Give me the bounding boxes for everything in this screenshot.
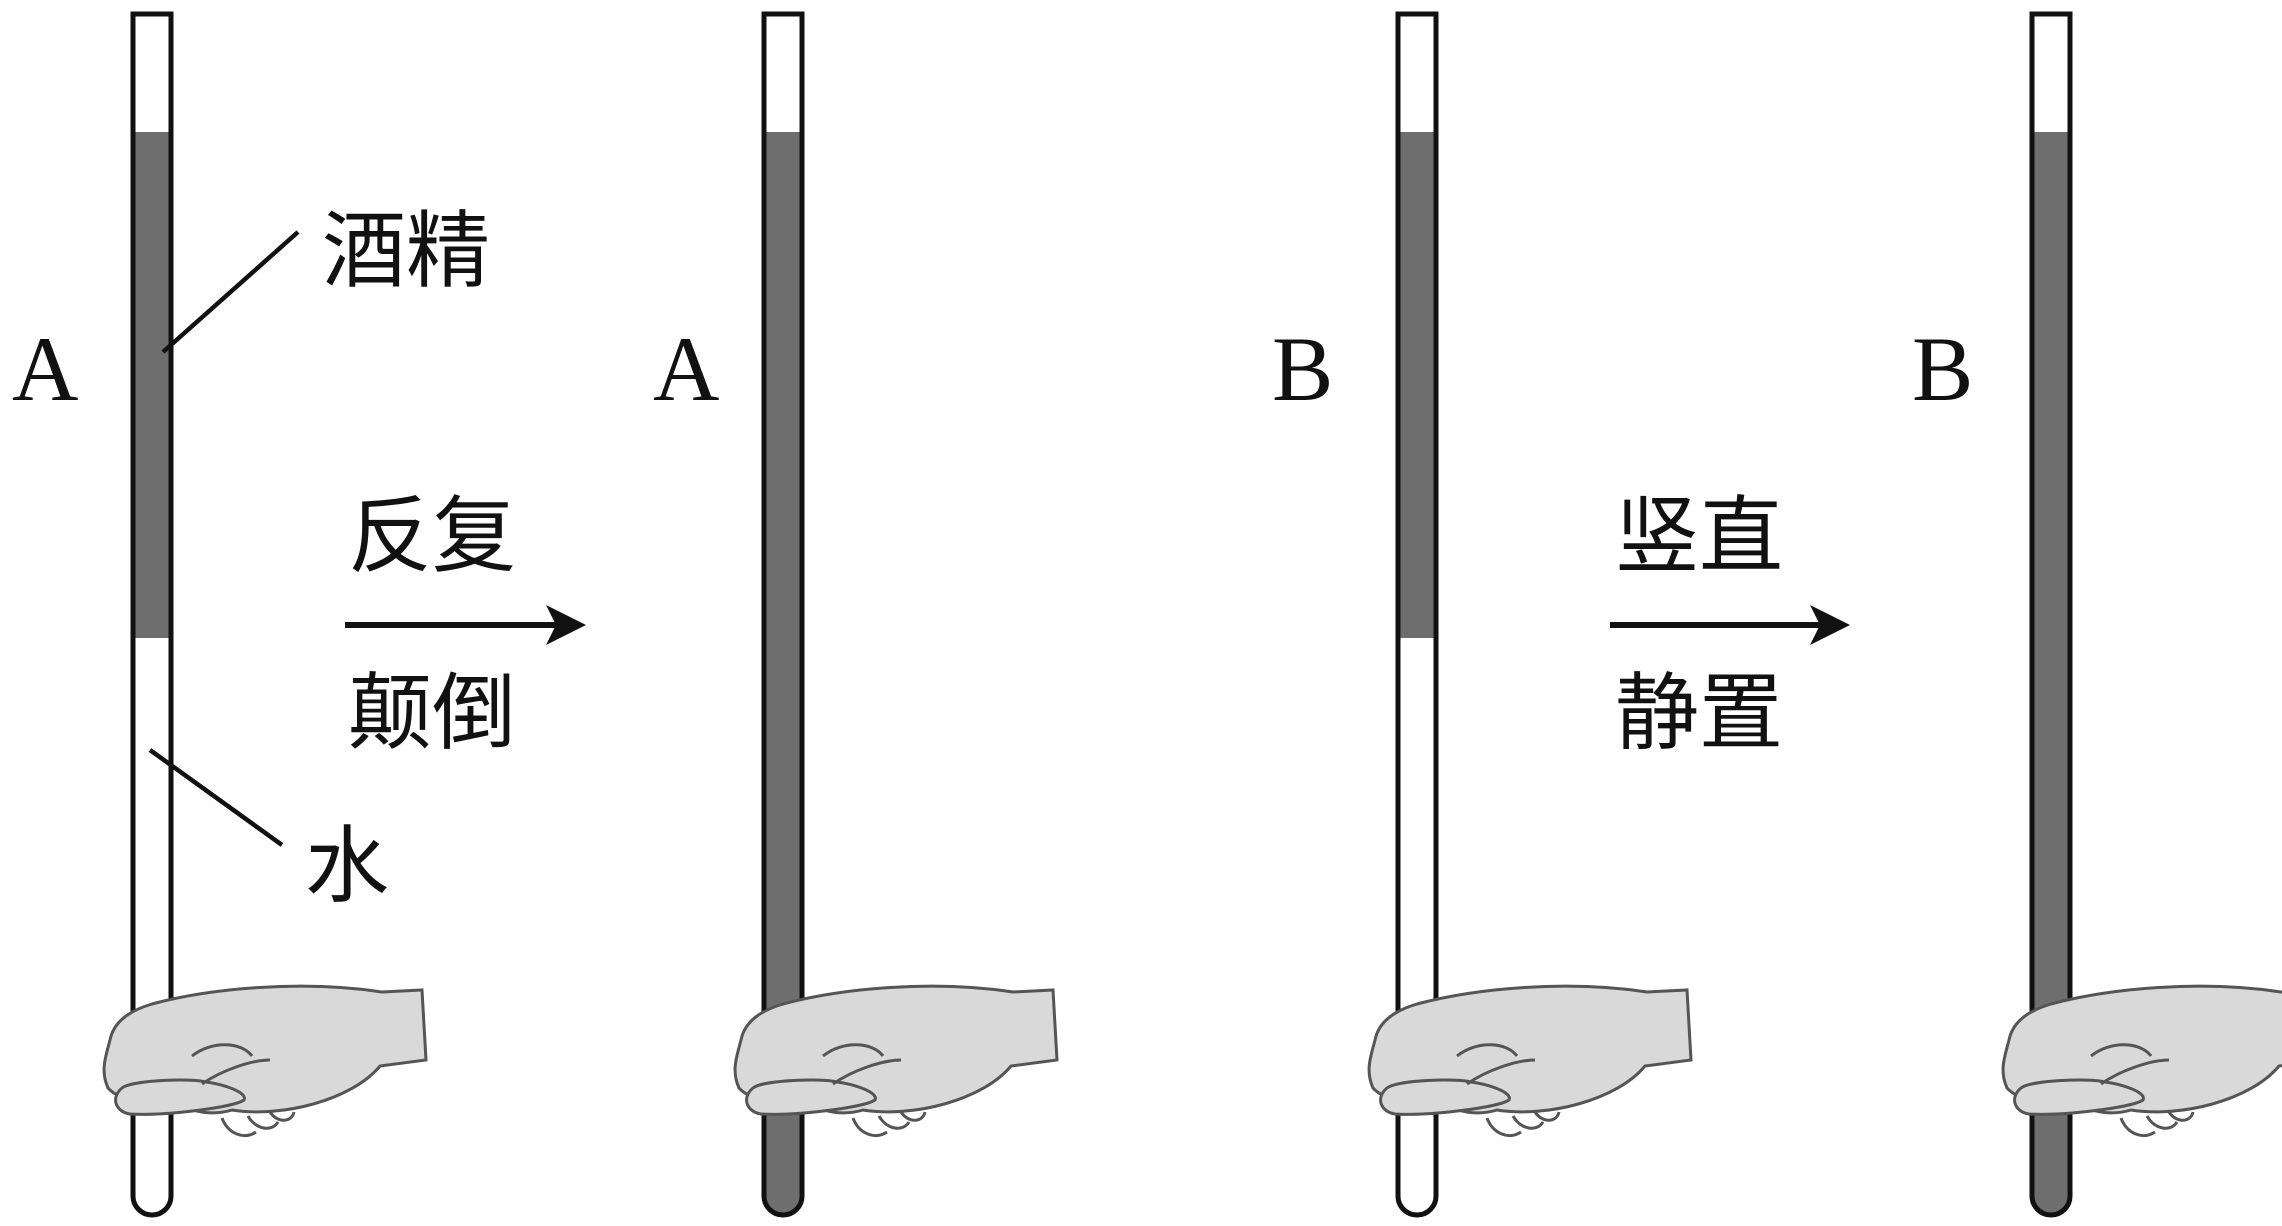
step1-arrow-head: [546, 605, 586, 645]
tube-b-before-label: B: [1272, 318, 1333, 420]
tube-a-before-label: A: [12, 318, 78, 420]
tube-b-after: [2001, 11, 2282, 1218]
step2-bottom-label: 静置: [1615, 664, 1783, 762]
hand-b-before: [1367, 984, 1693, 1138]
hand-b-after: [2001, 984, 2282, 1138]
tube-b-before: [1367, 11, 1693, 1218]
step1-bottom-label: 颠倒: [348, 664, 516, 762]
step2-top-label: 竖直: [1615, 487, 1783, 585]
tube-a-before-glass: [130, 11, 174, 1218]
alcohol-label: 酒精: [322, 202, 490, 300]
tube-a-before-water: [133, 638, 171, 1215]
hand-a-after: [733, 984, 1059, 1138]
water-label: 水: [305, 817, 389, 915]
tube-a-after-label: A: [653, 318, 719, 420]
water-leader-line: [148, 748, 284, 847]
tube-b-after-glass: [2029, 11, 2073, 1218]
tube-b-after-mixture: [2032, 132, 2070, 1215]
alcohol-leader-line: [161, 230, 300, 354]
step2-arrow-head: [1810, 605, 1850, 645]
hand-a-before: [102, 984, 428, 1138]
tube-b-before-water: [1398, 638, 1436, 1215]
tube-b-before-glass: [1395, 11, 1439, 1218]
tube-b-before-alcohol: [1398, 132, 1436, 638]
tube-a-after-glass: [761, 11, 805, 1218]
tube-a-before: [102, 11, 428, 1218]
tube-a-after-mixture: [764, 132, 802, 1215]
tube-a-after: [733, 11, 1059, 1218]
tube-a-before-alcohol: [133, 132, 171, 638]
tube-b-after-label: B: [1912, 318, 1973, 420]
step1-top-label: 反复: [348, 487, 516, 585]
